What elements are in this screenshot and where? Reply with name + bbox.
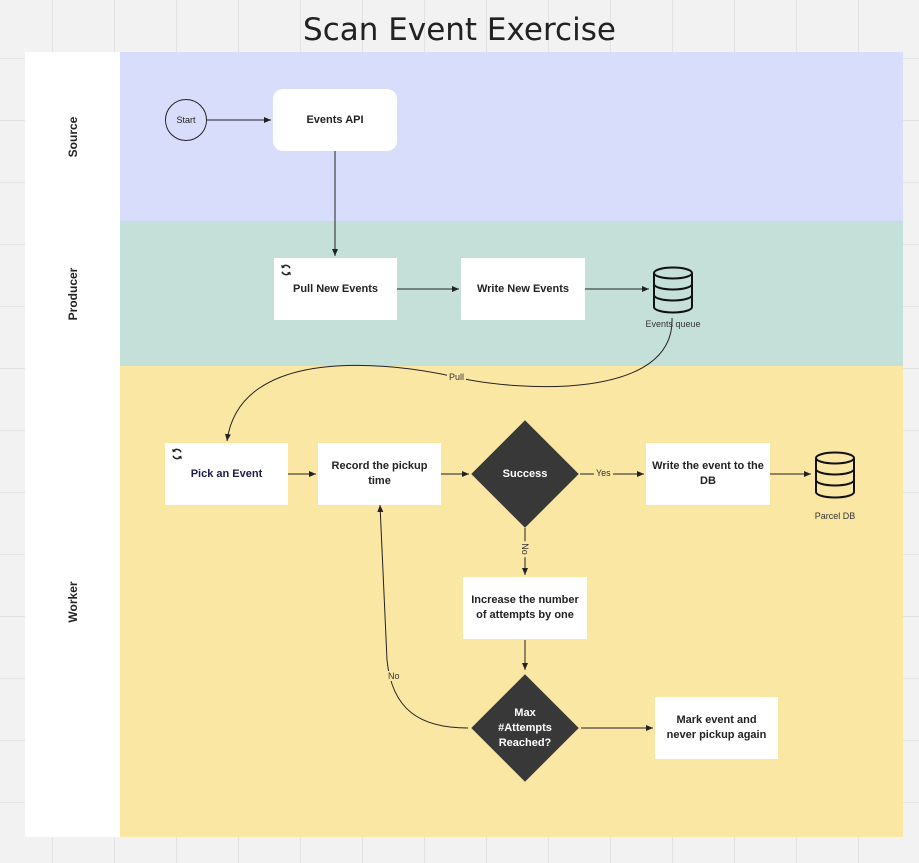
events-queue-label: Events queue — [645, 319, 701, 329]
lane-header-producer: Producer — [25, 221, 120, 367]
lane-header-worker: Worker — [25, 366, 120, 837]
pull-new-events-node[interactable]: Pull New Events — [274, 258, 397, 320]
parcel-db-label: Parcel DB — [814, 511, 856, 521]
max-attempts-label: Max #Attempts Reached? — [498, 706, 552, 749]
increase-attempts-label: Increase the number of attempts by one — [471, 594, 579, 621]
lane-source — [120, 52, 903, 221]
pull-new-events-label: Pull New Events — [293, 282, 378, 295]
mark-event-label: Mark event and never pickup again — [666, 714, 767, 741]
record-pickup-node[interactable]: Record the pickup time — [318, 443, 441, 505]
events-api-label: Events API — [306, 113, 364, 126]
refresh-icon — [281, 264, 291, 276]
increase-attempts-node[interactable]: Increase the number of attempts by one — [463, 577, 587, 639]
write-event-db-label: Write the event to the DB — [652, 460, 764, 487]
pick-event-node[interactable]: Pick an Event — [165, 443, 288, 505]
edge-label-no-max: No — [386, 671, 402, 681]
diagram-title: Scan Event Exercise — [303, 12, 616, 48]
edge-label-yes: Yes — [594, 468, 613, 478]
edge-label-pull: Pull — [447, 372, 467, 382]
max-attempts-decision[interactable]: Max #Attempts Reached? — [467, 673, 583, 783]
refresh-icon — [172, 448, 182, 460]
start-node[interactable]: Start — [165, 99, 207, 141]
pick-event-label: Pick an Event — [190, 467, 263, 480]
success-decision[interactable]: Success — [470, 419, 580, 529]
record-pickup-label: Record the pickup time — [331, 460, 428, 487]
events-api-node[interactable]: Events API — [273, 89, 397, 151]
database-icon[interactable] — [651, 266, 695, 314]
edge-label-no-success: No — [519, 541, 530, 557]
write-event-db-node[interactable]: Write the event to the DB — [646, 443, 770, 505]
mark-event-node[interactable]: Mark event and never pickup again — [655, 697, 778, 759]
success-label: Success — [502, 467, 548, 480]
write-new-events-label: Write New Events — [476, 282, 570, 295]
database-icon[interactable] — [813, 451, 857, 499]
edge-max-to-record — [377, 504, 469, 729]
write-new-events-node[interactable]: Write New Events — [461, 258, 585, 320]
lane-header-source: Source — [25, 52, 120, 222]
